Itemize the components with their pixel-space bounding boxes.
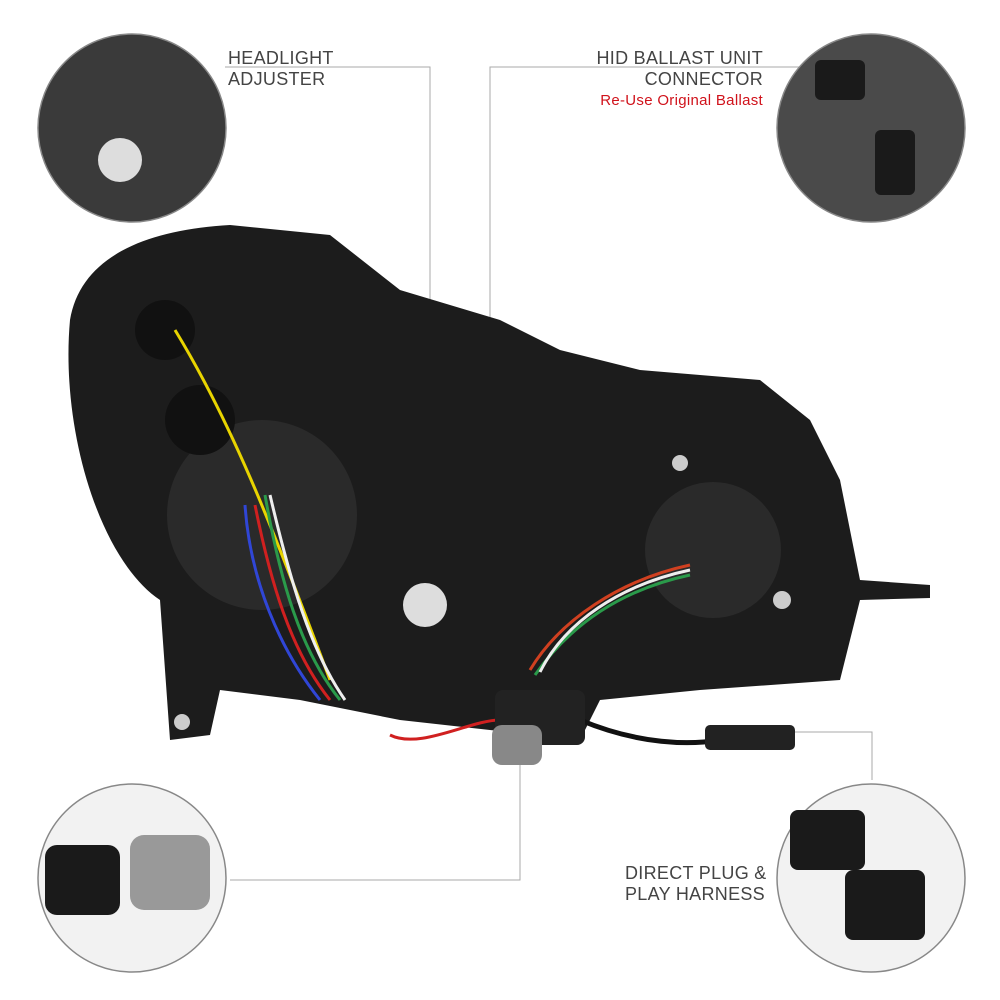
callout-text: ADJUSTER xyxy=(228,69,326,89)
callout-text: HEADLIGHT xyxy=(228,48,334,68)
headlight-housing xyxy=(68,225,930,765)
wires xyxy=(173,329,721,746)
callout-text: DIRECT PLUG & xyxy=(625,863,767,883)
dust-cap-right xyxy=(645,482,781,618)
connector-grey xyxy=(492,725,542,765)
callout-harness: DIRECT PLUG & PLAY HARNESS xyxy=(625,863,767,905)
callout-text: PLAY HARNESS xyxy=(625,884,765,904)
callout-note: Re-Use Original Ballast xyxy=(600,92,763,109)
dust-cap-left xyxy=(167,420,357,610)
adjuster-screw xyxy=(403,583,447,627)
inset-hid-ballast-connector xyxy=(776,33,966,223)
callout-text: CONNECTOR xyxy=(644,69,763,89)
inset-headlight-adjuster xyxy=(37,33,227,223)
callout-text: HID BALLAST UNIT xyxy=(596,48,763,68)
callout-headlight-adjuster: HEADLIGHT ADJUSTER xyxy=(228,48,334,90)
callout-hid-ballast: HID BALLAST UNIT CONNECTOR Re-Use Origin… xyxy=(596,48,763,111)
plug xyxy=(705,725,795,750)
